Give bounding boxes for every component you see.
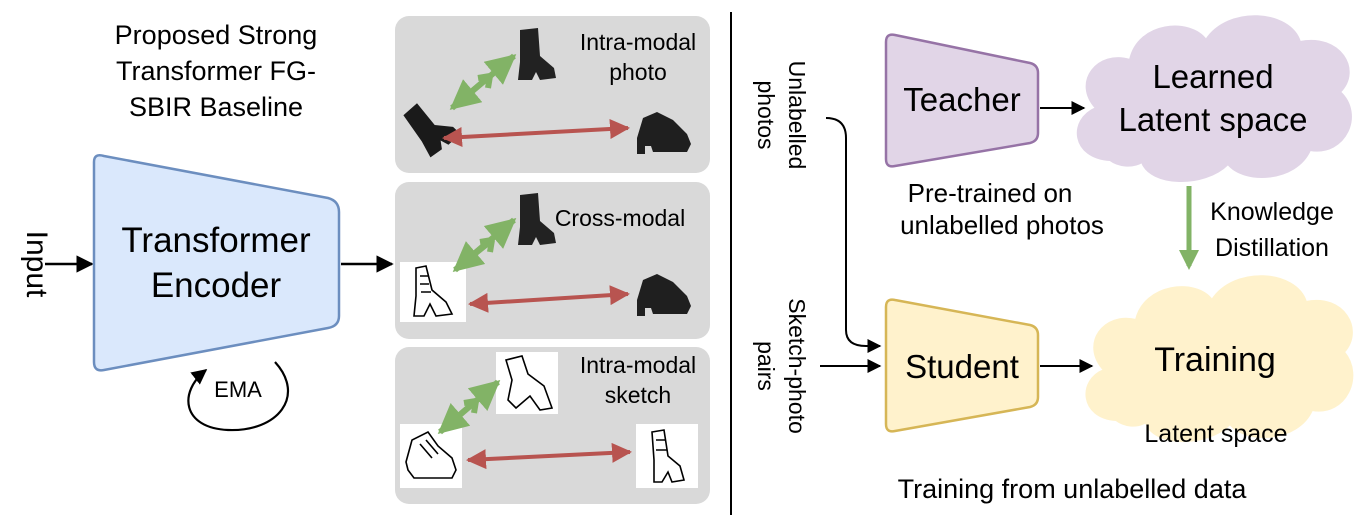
sketch-boot-negative-icon [651, 429, 686, 483]
unlabelled-label-line-2: photos [753, 80, 779, 149]
baseline-title-line-3: SBIR Baseline [129, 92, 303, 122]
teacher-label: Teacher [903, 81, 1020, 118]
student-label: Student [905, 348, 1019, 385]
sketch-boot-top-frame [496, 352, 558, 414]
teacher-block [884, 33, 1040, 168]
negative-pair-line-3 [466, 442, 632, 470]
learned-label-line-2: Latent space [1119, 101, 1308, 138]
panel-3-label-line-1: Intra-modal [580, 352, 696, 378]
learned-latent-cloud [1076, 15, 1352, 182]
positive-pair-mid-arrows-1 [468, 73, 493, 96]
positive-pair-mid-arrows-2 [470, 237, 495, 259]
right-bottom-caption: Training from unlabelled data [898, 474, 1248, 504]
ema-loop-arrow [187, 361, 289, 432]
photo-heeled-loafer-icon [637, 112, 691, 154]
photo-heeled-loafer-icon-2 [637, 274, 691, 316]
pairs-label-line-2: pairs [753, 341, 779, 391]
photo-ankle-boot-icon-2 [518, 193, 556, 245]
transformer-encoder [92, 154, 341, 372]
baseline-title-line-1: Proposed Strong [115, 20, 318, 50]
panel-2-label-line-1: Cross-modal [555, 205, 685, 231]
training-label: Training [1154, 341, 1276, 379]
pairs-label-line-1: Sketch-photo [784, 298, 810, 434]
learned-label-line-1: Learned [1152, 58, 1273, 95]
sketch-boot-negative-frame [636, 424, 698, 488]
kd-label-line-1: Knowledge [1210, 198, 1334, 226]
encoder-label-line-1: Transformer [121, 221, 311, 260]
photo-ankle-boot-icon [518, 28, 556, 80]
baseline-title-line-2: Transformer FG- [116, 56, 316, 86]
unlabelled-to-student-arrow [825, 117, 882, 353]
panel-3-label-line-2: sketch [605, 382, 671, 408]
training-cloud [1085, 275, 1354, 442]
sketch-boot-anchor-icon [413, 265, 454, 317]
ema-label: EMA [214, 377, 262, 402]
sketch-boot-top-icon [504, 355, 554, 411]
teacher-caption-line-1: Pre-trained on [908, 178, 1073, 208]
kd-label-line-2: Distillation [1215, 234, 1329, 262]
positive-pair-mid-arrows-3 [454, 398, 479, 421]
encoder-label-line-2: Encoder [151, 266, 282, 305]
unlabelled-label-line-1: Unlabelled [784, 61, 810, 170]
panel-1-label-line-2: photo [609, 59, 667, 85]
student-block [884, 298, 1040, 433]
negative-pair-line-2 [468, 285, 630, 313]
negative-pair-line-1 [442, 118, 630, 148]
sketch-boot-anchor-frame [400, 262, 466, 322]
teacher-caption-line-2: unlabelled photos [900, 210, 1104, 240]
panel-1-label-line-1: Intra-modal [580, 29, 696, 55]
sketch-shoe-anchor-icon [405, 430, 457, 479]
photo-boot-anchor-icon [403, 103, 461, 158]
latent-space-label: Latent space [1144, 420, 1287, 448]
